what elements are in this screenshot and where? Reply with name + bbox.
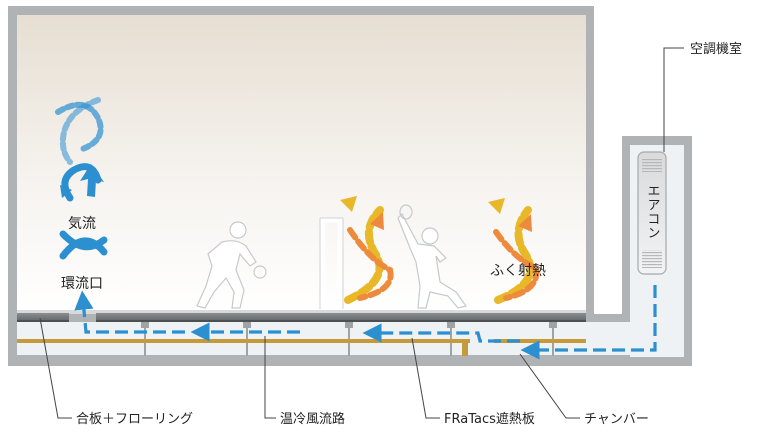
- return-vent-label: 環流口: [61, 276, 103, 292]
- machine-room-label: 空調機室: [690, 41, 742, 57]
- callout-lines: [39, 47, 684, 419]
- up-arrow-icon: [80, 164, 104, 197]
- shield-plates: [17, 339, 586, 356]
- underfloor-space: [17, 322, 586, 355]
- plywood-flooring-label: 合板＋フローリング: [76, 412, 193, 427]
- radiant-heat-label: ふく射熱: [490, 263, 546, 279]
- player-left-icon: [196, 221, 267, 309]
- chamber-label: チャンバー: [584, 412, 649, 427]
- heat-arrow-icon: [488, 198, 505, 214]
- air-duct-label: 温冷風流路: [280, 411, 345, 427]
- aircon-unit: [637, 151, 667, 275]
- floor-layer: [17, 313, 586, 322]
- heat-arrow-icon: [340, 196, 357, 212]
- radiant-heat-swirl-right: [493, 206, 540, 304]
- heat-arrow-icon: [370, 212, 384, 230]
- aircon-label: エアコン: [645, 184, 660, 240]
- room-interior: [17, 15, 586, 313]
- player-right-icon: [397, 204, 468, 309]
- shield-plate-label: FRaTacs遮熱板: [444, 411, 535, 427]
- heat-arrow-icon: [518, 214, 532, 232]
- left-arrow-icon: [60, 185, 72, 198]
- airflow-path: [74, 285, 657, 360]
- airflow-label: 気流: [68, 216, 96, 232]
- badminton-net-icon: [320, 217, 343, 309]
- building-shell: [8, 6, 594, 366]
